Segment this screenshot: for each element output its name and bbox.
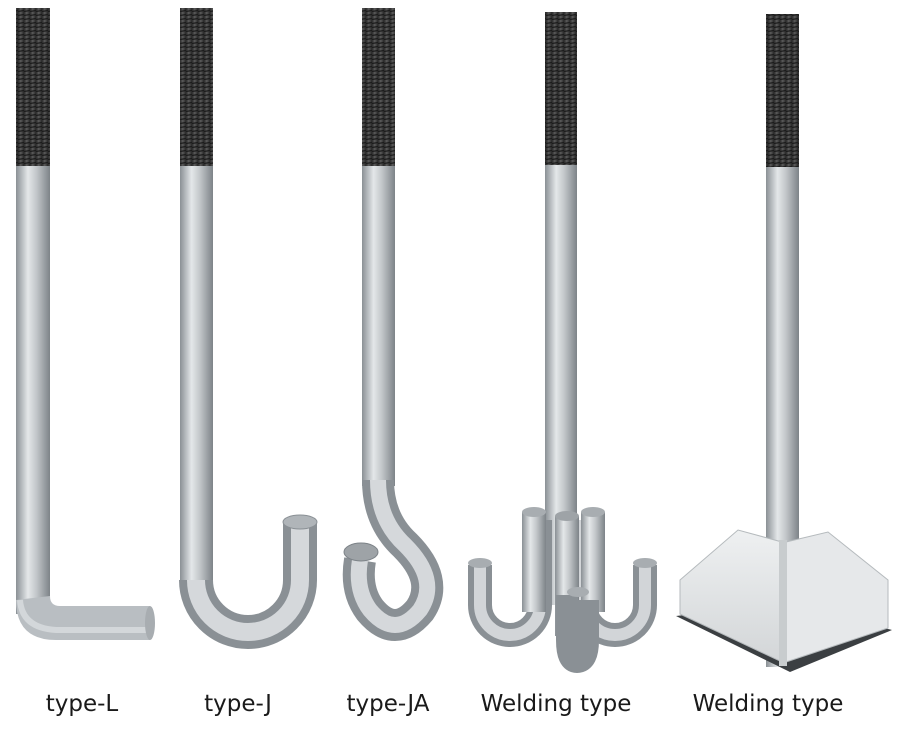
- rod-end-cap: [145, 606, 155, 640]
- rod-shaft: [16, 166, 50, 614]
- anchor-bolt-type-l: [16, 8, 155, 640]
- anchor-bolt-welding-plate: [676, 14, 892, 672]
- thread-section: [16, 8, 50, 168]
- label-type-ja: type-JA: [346, 691, 430, 717]
- thread-section: [545, 12, 577, 167]
- label-type-l: type-L: [45, 691, 119, 717]
- rod-shaft: [180, 166, 213, 586]
- anchor-bolt-type-j: [179, 8, 318, 649]
- thread-section: [362, 8, 395, 168]
- thread-section: [180, 8, 213, 168]
- rod-end-cap: [343, 542, 379, 562]
- rod-end-cap: [282, 514, 318, 530]
- gusset-plate-right: [785, 531, 889, 663]
- anchor-bolt-type-ja: [342, 8, 444, 641]
- label-welding-type-2: Welding type: [692, 691, 844, 717]
- anchor-bolt-welding-multi-hook: [468, 12, 657, 674]
- label-type-j: type-J: [204, 691, 272, 717]
- rod-shaft: [362, 166, 395, 486]
- thread-section: [766, 14, 799, 169]
- rod-bend: [16, 596, 150, 640]
- label-welding-type-1: Welding type: [480, 691, 632, 717]
